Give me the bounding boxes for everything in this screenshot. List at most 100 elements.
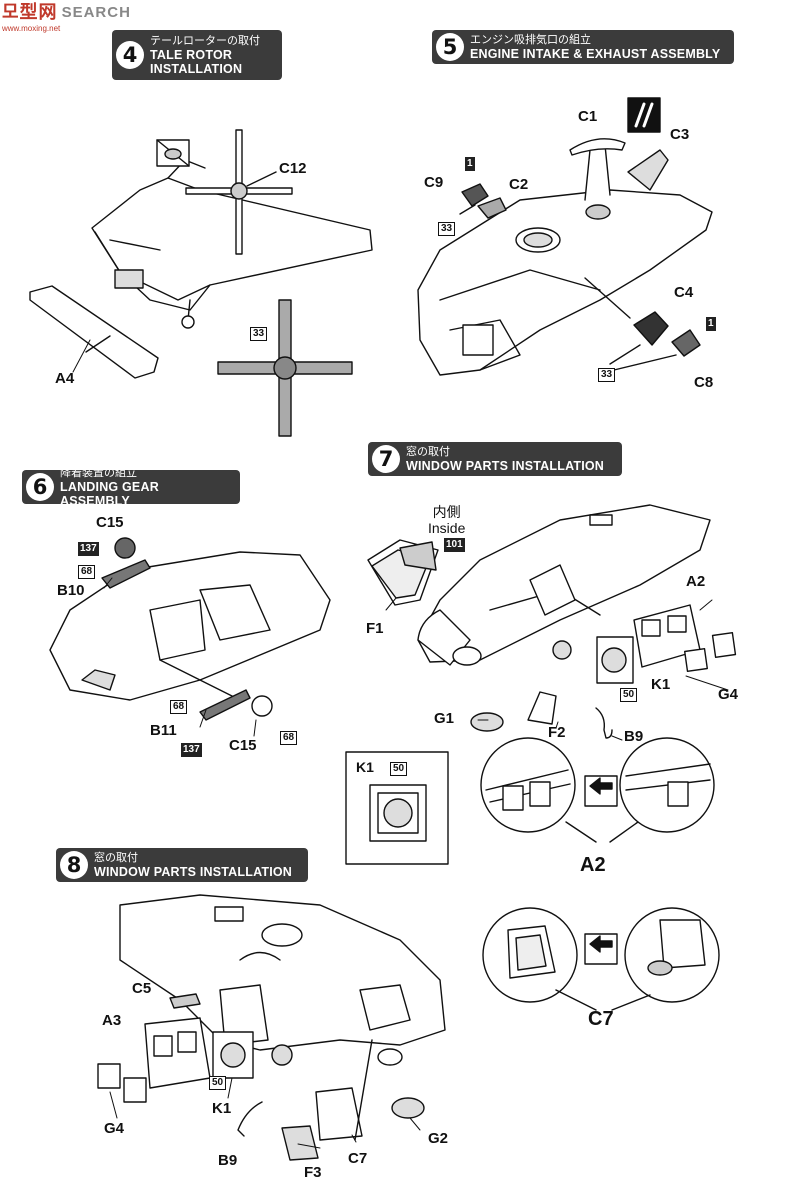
step-6-header: 6 降着装置の組立 LANDING GEAR ASSEMBLY (22, 466, 240, 508)
step6-wheel-bottom-drawing (251, 695, 273, 717)
inside-note-jp: 内側 (432, 504, 461, 520)
step-5-header: 5 エンジン吸排気口の組立 ENGINE INTAKE & EXHAUST AS… (432, 30, 734, 64)
paint-code-33: 33 (250, 327, 268, 341)
step-title-en: WINDOW PARTS INSTALLATION (406, 459, 605, 473)
step8-part-g2-drawing (391, 1097, 425, 1119)
step4-painted-rotor-drawing (217, 299, 353, 437)
part-label-f3: F3 (304, 1164, 322, 1181)
step-number: 6 (26, 473, 54, 501)
k1-box-label: K1 (356, 759, 374, 775)
step4-stabilizer-a4-drawing (29, 285, 159, 379)
paint-code-50: 50 (390, 762, 408, 776)
part-label-c9: C9 (424, 174, 444, 191)
step-title-en-2: INSTALLATION (150, 62, 243, 76)
paint-code-1: 1 (706, 317, 716, 331)
part-label-k1: K1 (212, 1100, 232, 1117)
part-label-g4: G4 (104, 1120, 125, 1137)
step8-part-c7-drawing (315, 1087, 363, 1141)
part-label-g1: G1 (434, 710, 455, 727)
part-label-a3: A3 (102, 1012, 122, 1029)
paint-code-33: 33 (438, 222, 456, 236)
paint-code-137: 137 (78, 542, 99, 556)
swap-arrows-icon (584, 933, 618, 965)
step8-part-b9-drawing (237, 1101, 263, 1137)
part-label-c15: C15 (96, 514, 124, 531)
step-7-header: 7 窓の取付 WINDOW PARTS INSTALLATION (368, 442, 622, 476)
part-label-c3: C3 (670, 126, 690, 143)
step-number: 7 (372, 445, 400, 473)
part-label-c15: C15 (229, 737, 257, 754)
step-title-en: ENGINE INTAKE & EXHAUST ASSEMBLY (470, 47, 721, 61)
watermark: 모型网 SEARCH www.moxing.net (2, 4, 131, 36)
step-number: 5 (436, 33, 464, 61)
part-label-g4: G4 (718, 686, 739, 703)
step-title-en: WINDOW PARTS INSTALLATION (94, 865, 293, 879)
a2-detail-right (619, 737, 715, 833)
step5-part-c1-drawing (569, 138, 626, 156)
part-label-c2: C2 (509, 176, 529, 193)
part-label-b11: B11 (150, 722, 177, 739)
step8-part-g4-b-drawing (123, 1077, 147, 1103)
step8-part-g4-a-drawing (97, 1063, 121, 1089)
step-number: 4 (116, 41, 144, 69)
paint-code-50: 50 (620, 688, 638, 702)
step7-part-g4-b-drawing (711, 632, 737, 658)
step5-engine-cowling-drawing (417, 144, 713, 376)
step5-part-c9-drawing (461, 183, 489, 207)
part-label-c7: C7 (348, 1150, 368, 1167)
inside-note: 内側 Inside (428, 504, 465, 536)
step7-part-g4-a-drawing (684, 648, 708, 672)
paint-code-68: 68 (170, 700, 188, 714)
step8-part-c5-drawing (169, 993, 201, 1009)
step8-part-a3-drawing (144, 1017, 211, 1089)
part-label-c1: C1 (578, 108, 598, 125)
part-label-b9: B9 (624, 728, 644, 745)
part-label-c12: C12 (279, 160, 307, 177)
step-title-en: LANDING GEAR ASSEMBLY (60, 480, 159, 508)
swap-arrows-icon (584, 775, 618, 807)
step6-fuselage-drawing (49, 551, 331, 701)
step5-paint-icon (627, 97, 661, 133)
step8-part-f3-drawing (281, 1125, 319, 1161)
a2-detail-label: A2 (580, 854, 606, 876)
step5-part-c3-drawing (627, 149, 669, 191)
part-label-b9: B9 (218, 1152, 238, 1169)
step4-rotor-c12-drawing (185, 129, 293, 255)
paint-code-50: 50 (209, 1076, 227, 1090)
paint-code-33: 33 (598, 368, 616, 382)
part-label-b10: B10 (57, 582, 85, 599)
part-label-f2: F2 (548, 724, 566, 741)
step5-part-c2-drawing (477, 197, 507, 219)
step-title-jp: テールローターの取付 (150, 34, 260, 47)
part-label-c5: C5 (132, 980, 152, 997)
step7-part-a2-drawing (633, 604, 701, 668)
paint-code-137: 137 (181, 743, 202, 757)
a2-detail-left (480, 737, 576, 833)
part-label-c4: C4 (674, 284, 694, 301)
part-label-k1: K1 (651, 676, 671, 693)
watermark-logo: 모型网 (2, 2, 58, 23)
step-number: 8 (60, 851, 88, 879)
step-title-jp: 窓の取付 (94, 851, 138, 864)
c7-detail-right (624, 907, 720, 1003)
part-label-a2: A2 (686, 573, 706, 590)
step5-part-c4-drawing (633, 311, 669, 346)
step-8-header: 8 窓の取付 WINDOW PARTS INSTALLATION (56, 848, 308, 882)
part-label-a4: A4 (55, 370, 75, 387)
part-label-c8: C8 (694, 374, 714, 391)
step-title-en: TALE ROTOR (150, 48, 233, 62)
step-title-jp: 窓の取付 (406, 445, 450, 458)
step7-fuselage-drawing (417, 504, 711, 666)
step-4-header: 4 テールローターの取付 TALE ROTOR INSTALLATION (112, 30, 282, 80)
step7-part-f2-drawing (527, 691, 557, 725)
watermark-url: www.moxing.net (2, 24, 61, 33)
step8-fuselage-drawing (119, 894, 446, 1066)
paint-code-68: 68 (78, 565, 96, 579)
inside-note-en: Inside (428, 520, 466, 536)
paint-code-68: 68 (280, 731, 298, 745)
watermark-search: SEARCH (61, 4, 131, 21)
part-label-g2: G2 (428, 1130, 449, 1147)
paint-code-1: 1 (465, 157, 475, 171)
paint-code-101: 101 (444, 538, 465, 552)
c7-detail-label: C7 (588, 1008, 614, 1030)
